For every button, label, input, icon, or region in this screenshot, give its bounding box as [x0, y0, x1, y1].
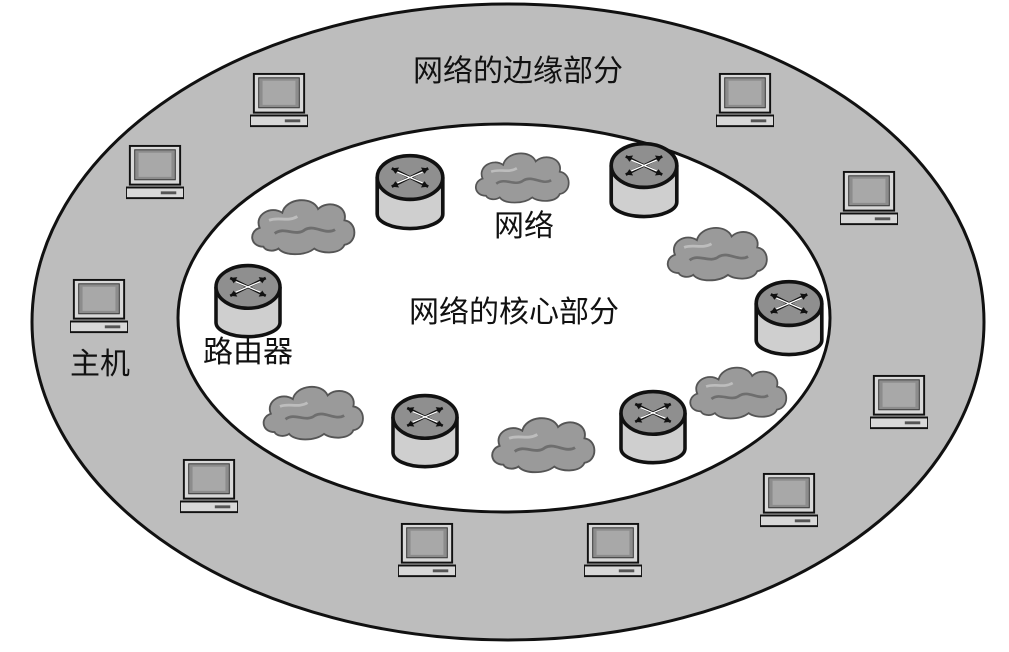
router-label: 路由器 — [203, 335, 293, 370]
host-computer-icon — [70, 278, 128, 334]
network-label: 网络 — [494, 209, 554, 244]
host-computer-icon — [870, 374, 928, 430]
host-computer-icon — [398, 522, 456, 578]
host-computer-icon — [840, 170, 898, 226]
host-computer-icon — [180, 458, 238, 514]
router-icon — [375, 153, 445, 231]
host-computer-icon — [584, 522, 642, 578]
edge-region-label: 网络的边缘部分 — [413, 54, 623, 89]
host-computer-icon — [250, 72, 308, 128]
router-icon — [619, 389, 687, 465]
host-label: 主机 — [70, 347, 130, 382]
host-computer-icon — [760, 472, 818, 528]
core-region-label: 网络的核心部分 — [409, 295, 619, 330]
host-computer-icon — [126, 144, 184, 200]
router-icon — [754, 279, 824, 357]
host-computer-icon — [716, 72, 774, 128]
router-icon — [609, 141, 679, 219]
router-icon — [391, 393, 459, 469]
router-icon — [214, 263, 282, 339]
